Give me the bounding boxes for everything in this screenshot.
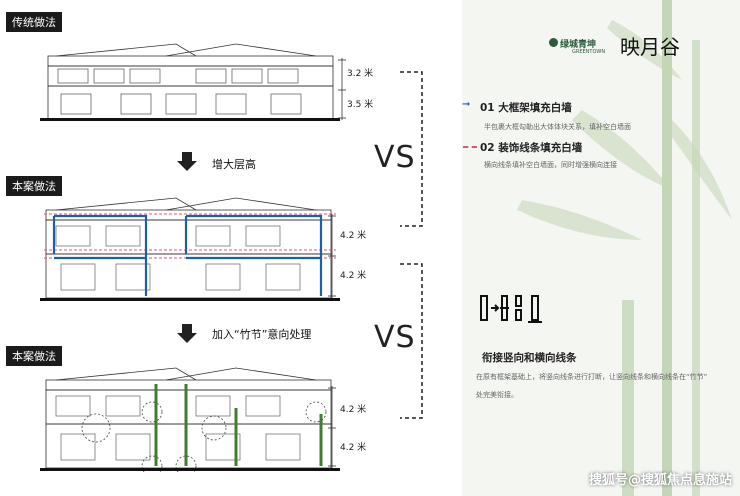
arrow-down-icon bbox=[177, 324, 197, 343]
elevation-traditional bbox=[47, 43, 334, 121]
vs-bracket-1 bbox=[400, 71, 423, 227]
description-panel bbox=[462, 0, 740, 496]
vs-label-1: VS bbox=[374, 140, 416, 175]
bamboo-illustration bbox=[517, 0, 732, 496]
dim-lines-2 bbox=[328, 214, 336, 298]
tag-scheme-1: 本案做法 bbox=[6, 176, 62, 196]
pink-dash-icon bbox=[463, 146, 477, 148]
dim-top-upper: 3.2 米 bbox=[347, 69, 374, 79]
watermark-text: 搜狐号@搜狐焦点息施站 bbox=[588, 473, 732, 488]
arrow-down-icon bbox=[177, 152, 197, 171]
dim-mid-upper: 4.2 米 bbox=[340, 231, 367, 241]
step-bamboo-treatment: 加入“竹节”意向处理 bbox=[212, 328, 312, 341]
elevation-scheme-bamboo bbox=[45, 367, 332, 472]
item3-title: 衔接竖向和横向线条 bbox=[482, 352, 577, 364]
dim-lines-1 bbox=[338, 58, 346, 120]
item1-text: 半包裹大框勾勒出大体体块关系，填补空白墙面 bbox=[484, 123, 631, 131]
joint-symbol-icon bbox=[480, 295, 542, 323]
ground-line-3 bbox=[40, 468, 340, 471]
vs-bracket-2 bbox=[400, 263, 423, 419]
tag-scheme-2: 本案做法 bbox=[6, 346, 62, 366]
dim-lines-3 bbox=[328, 386, 336, 468]
dim-mid-lower: 4.2 米 bbox=[340, 271, 367, 281]
blue-arrow-icon: ➞ bbox=[462, 99, 471, 110]
item3-text-line1: 在原有框架基础上，将竖向线条进行打断，让竖向线条和横向线条在“竹节” bbox=[476, 373, 708, 381]
tag-traditional: 传统做法 bbox=[6, 12, 62, 32]
item2-title: 02 装饰线条填充白墙 bbox=[480, 142, 583, 154]
vs-label-2: VS bbox=[374, 320, 416, 355]
ground-line-1 bbox=[40, 118, 340, 121]
dim-bot-lower: 4.2 米 bbox=[340, 443, 367, 453]
dim-bot-upper: 4.2 米 bbox=[340, 405, 367, 415]
item3-text-line2: 处完美衔接。 bbox=[476, 391, 518, 399]
elevation-scheme-framed bbox=[44, 197, 336, 299]
dim-top-lower: 3.5 米 bbox=[347, 100, 374, 110]
brand-name: 绿城青坤 bbox=[560, 40, 597, 50]
item1-title: 01 大框架填充白墙 bbox=[480, 102, 572, 114]
item2-text: 横向线条填补空白墙面，同时增强横向连接 bbox=[484, 161, 617, 169]
brand-logo-icon bbox=[549, 38, 558, 47]
ground-line-2 bbox=[40, 298, 340, 301]
brand-sub: GREENTOWN bbox=[572, 49, 606, 55]
step-increase-height: 增大层高 bbox=[212, 158, 256, 171]
project-logo: 映月谷 bbox=[620, 35, 680, 59]
